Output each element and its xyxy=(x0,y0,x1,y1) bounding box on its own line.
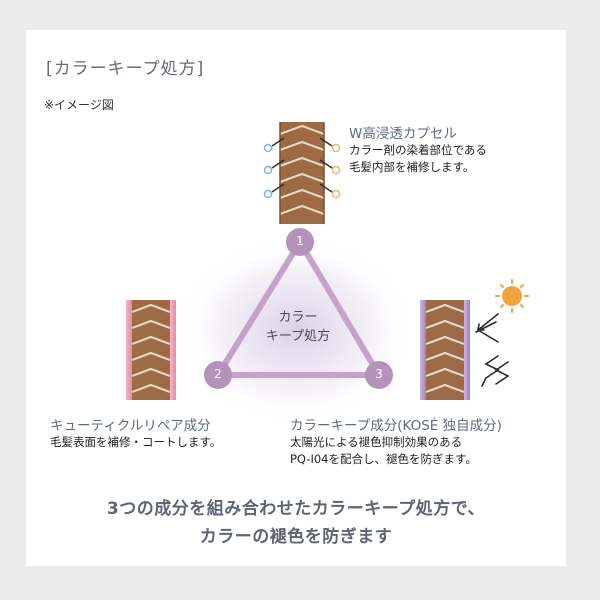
item-1-title: W高浸透カプセル xyxy=(349,126,457,142)
item-2-text: キューティクルリペア成分 毛髪表面を補修・コートします。 xyxy=(50,414,290,451)
uv-arrow-icon xyxy=(475,313,510,387)
center-label: カラー キープ処方 xyxy=(248,308,348,346)
node-2 xyxy=(204,361,232,389)
node-number-1: 1 xyxy=(296,234,304,248)
item-3-desc-2: PQ-I04を配合し、褪色を防ぎます。 xyxy=(290,452,477,466)
sun-icon xyxy=(495,279,529,313)
triangle xyxy=(215,239,382,378)
node-3 xyxy=(365,361,393,389)
node-1 xyxy=(286,228,314,256)
hair-strand-icon xyxy=(279,122,325,224)
item-2-desc-1: 毛髪表面を補修・コートします。 xyxy=(50,435,222,449)
image-note: ※イメージ図 xyxy=(44,98,114,112)
diagram-card: [カラーキープ処方] ※イメージ図 1 2 3 カラー キープ処方 W高浸透カプ… xyxy=(26,30,566,566)
item-3-title: カラーキープ成分(KOSÉ 独自成分) xyxy=(290,418,502,434)
center-label-line1: カラー xyxy=(278,310,318,325)
hair-strand-icon xyxy=(126,300,176,400)
item-1-desc-2: 毛髪内部を補修します。 xyxy=(349,160,475,174)
item-2-title: キューティクルリペア成分 xyxy=(50,418,211,434)
hair-strand-icon xyxy=(420,300,470,400)
capsule-dot-icon xyxy=(263,143,341,199)
footer-line-2: カラーの褪色を防ぎます xyxy=(199,527,393,547)
node-number-3: 3 xyxy=(375,367,383,381)
item-1-desc-1: カラー剤の染着部位である xyxy=(349,143,487,157)
center-label-line2: キープ処方 xyxy=(265,329,331,344)
node-number-2: 2 xyxy=(214,367,222,381)
footer-line-1: 3つの成分を組み合わせたカラーキープ処方で、 xyxy=(106,499,486,519)
item-3-desc-1: 太陽光による褪色抑制効果のある xyxy=(290,435,463,449)
diagram-graphics xyxy=(126,122,529,425)
item-1-text: W高浸透カプセル カラー剤の染着部位である 毛髪内部を補修します。 xyxy=(349,122,559,176)
page-title: [カラーキープ処方] xyxy=(46,59,205,79)
item-3-text: カラーキープ成分(KOSÉ 独自成分) 太陽光による褪色抑制効果のある PQ-I… xyxy=(290,414,562,468)
penetration-arrows xyxy=(271,137,333,193)
